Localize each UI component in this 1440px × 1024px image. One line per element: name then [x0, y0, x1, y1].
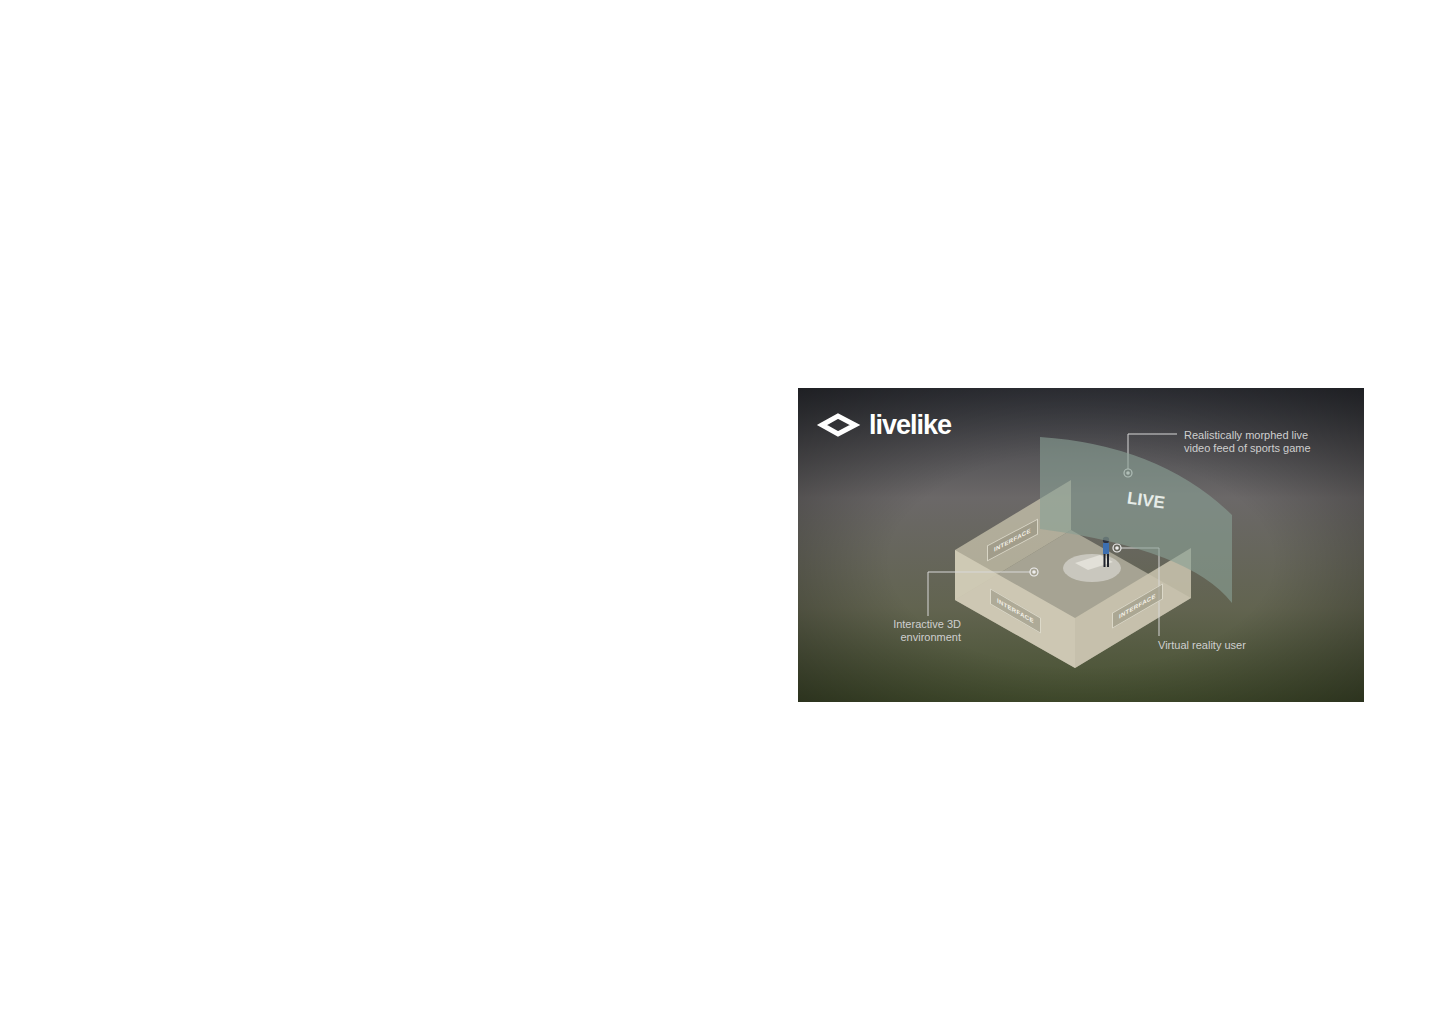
front-left-wall: [955, 550, 1075, 668]
platform: [1063, 554, 1121, 582]
callout-dot: [1030, 568, 1038, 576]
logo-icon: [822, 416, 855, 434]
user-leg: [1104, 554, 1106, 567]
screen-shape: [1040, 437, 1232, 605]
user-body: [1103, 543, 1109, 554]
user-leg: [1107, 554, 1109, 567]
background-panel: [798, 388, 1364, 702]
callout-text: Realistically morphed live video feed of…: [1184, 429, 1319, 455]
callout-dot: [1113, 544, 1121, 552]
callout-text: Interactive 3D environment: [871, 618, 961, 644]
callout-dot: [1115, 546, 1119, 550]
brand-logo: livelike: [869, 410, 951, 440]
screen-surface: [1040, 437, 1232, 603]
callout-text: Virtual reality user: [1158, 639, 1246, 652]
vignette: [798, 388, 1364, 702]
live-screen: LIVE: [1040, 437, 1232, 605]
callout-dot: [1032, 570, 1036, 574]
desk: [1075, 555, 1113, 570]
